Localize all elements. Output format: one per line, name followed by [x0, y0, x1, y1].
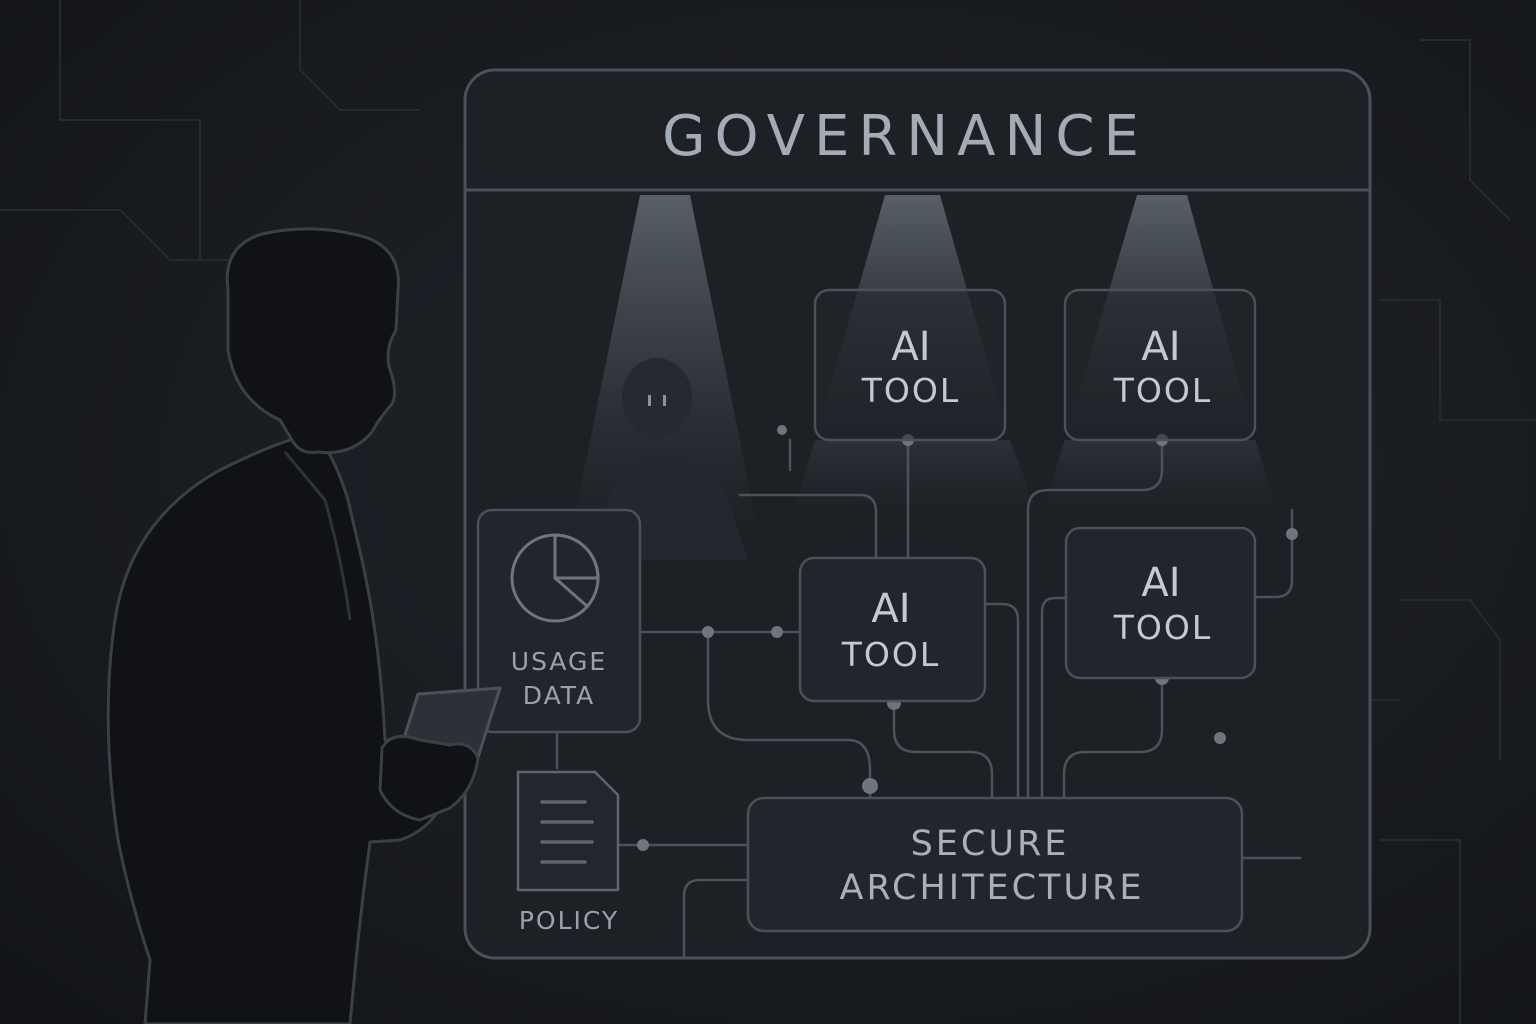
ai-tool-top-right-line2: TOOL	[1113, 371, 1213, 410]
secure-architecture-line1: SECURE	[911, 824, 1070, 864]
usage-data-line1: USAGE	[511, 647, 607, 676]
connection-wires	[555, 438, 1302, 960]
ai-tool-center-line1: AI	[871, 586, 910, 632]
usage-data-line2: DATA	[523, 681, 595, 710]
ai-tool-top-mid: AI TOOL	[813, 288, 1007, 442]
usage-data-node: USAGE DATA	[476, 508, 642, 734]
ai-tool-top-right: AI TOOL	[1063, 288, 1257, 442]
ai-tool-top-mid-line2: TOOL	[861, 371, 961, 410]
secure-architecture-line2: ARCHITECTURE	[840, 868, 1145, 908]
panel-title: GOVERNANCE	[662, 104, 1148, 169]
robot-eye-right	[663, 395, 666, 406]
ai-tool-mid-right-line2: TOOL	[1113, 608, 1213, 647]
ai-tool-mid-right-line1: AI	[1141, 560, 1180, 606]
ai-tool-top-right-line1: AI	[1141, 324, 1180, 370]
document-icon	[516, 770, 620, 892]
policy-label: POLICY	[519, 906, 619, 935]
policy-node: POLICY	[516, 770, 620, 935]
secure-architecture-node: SECURE ARCHITECTURE	[746, 796, 1244, 933]
person-silhouette	[106, 227, 502, 1024]
ai-tool-mid-right: AI TOOL	[1064, 526, 1257, 680]
ai-tool-center-line2: TOOL	[841, 635, 941, 674]
robot-eye-left	[648, 395, 651, 406]
pie-chart-icon	[510, 533, 600, 623]
ai-tool-top-mid-line1: AI	[891, 324, 930, 370]
ai-tool-center: AI TOOL	[798, 556, 987, 703]
